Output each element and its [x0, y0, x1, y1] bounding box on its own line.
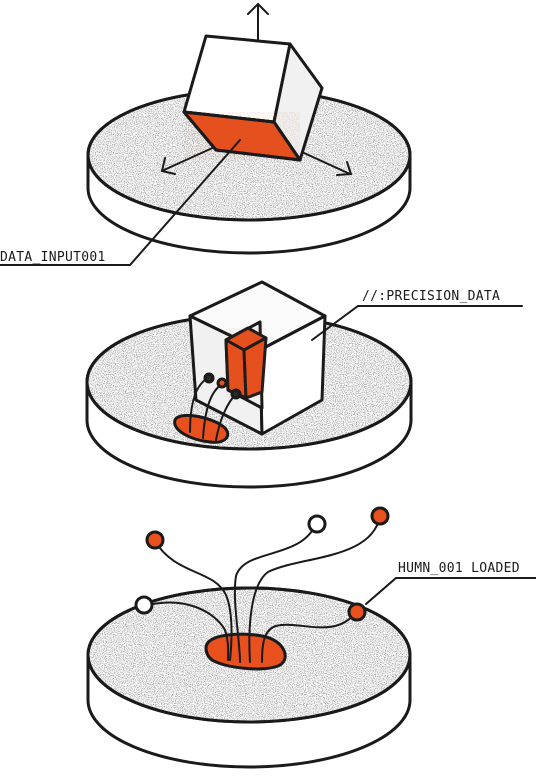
data-input-label: DATA_INPUT001: [0, 250, 106, 265]
human-socket: [204, 632, 287, 671]
tilted-cube: [182, 34, 324, 162]
humn-loaded-label: HUMN_001 LOADED: [398, 561, 520, 576]
humn-loaded-leader: [365, 577, 536, 605]
precision-data-leader: [311, 305, 523, 341]
connector-socket: [173, 414, 230, 444]
cable-plug-dark: [230, 388, 242, 400]
node-hollow: [134, 595, 154, 615]
human-cables: [134, 506, 390, 663]
precision-data-label: //:PRECISION_DATA: [362, 289, 500, 304]
data-input-leader: [0, 139, 241, 266]
cable-plug-accent: [216, 377, 228, 389]
node-hollow: [307, 514, 327, 534]
node-accent: [370, 506, 390, 526]
cable-plug-dark: [203, 372, 215, 384]
node-accent: [347, 602, 367, 622]
node-accent: [145, 530, 165, 550]
box-cables: [189, 372, 242, 441]
precision-box: [188, 280, 327, 436]
